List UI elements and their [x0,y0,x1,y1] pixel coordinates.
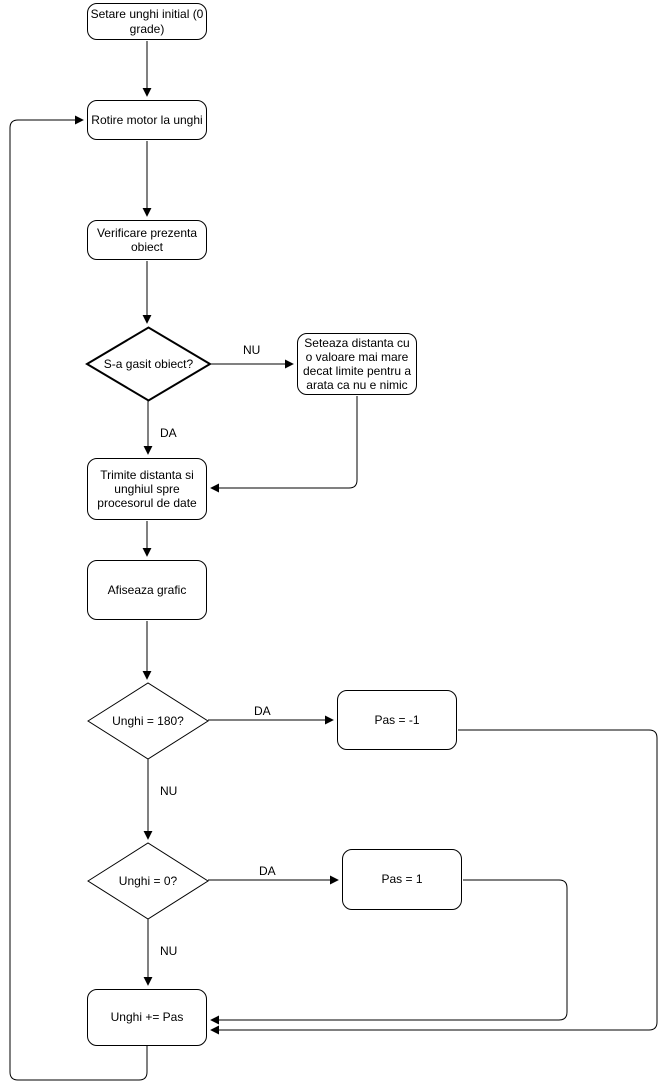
edge-label-gasit-nu: NU [241,343,263,357]
node-rotire-motor: Rotire motor la unghi [87,100,207,140]
edge-label-gasit-da: DA [158,426,179,440]
decision-unghi-180-shape [87,682,209,760]
edge-seteaza-to-trimite [210,396,358,493]
node-pas-minus-1: Pas = -1 [337,690,457,750]
decision-s-a-gasit-obiect-shape [85,326,212,402]
decision-unghi-0-label: Unghi = 0? [118,873,178,888]
edge-label-unghi0-da: DA [257,864,278,878]
edge-pas-plus-to-unghi-pas [210,879,568,1025]
node-seteaza-distanta: Seteaza distanta cu o valoare mai mare d… [297,333,417,395]
edge-pas-minus-to-unghi-pas [210,729,658,1035]
node-afiseaza-grafic: Afiseaza grafic [87,560,207,620]
edge-label-unghi0-nu: NU [158,944,180,958]
node-unghi-plus-pas: Unghi += Pas [87,989,207,1046]
node-pas-1: Pas = 1 [342,849,462,910]
decision-unghi-0-shape [87,842,209,920]
edge-label-unghi180-da: DA [252,704,273,718]
node-verificare-prezenta: Verificare prezenta obiect [87,220,207,260]
node-trimite-distanta: Trimite distanta si unghiul spre proceso… [87,458,207,520]
edge-unghi-pas-loop-to-rotire [9,115,148,1081]
edge-label-unghi180-nu: NU [158,784,180,798]
decision-s-a-gasit-obiect-label: S-a gasit obiect? [103,357,194,372]
decision-unghi-180-label: Unghi = 180? [112,713,184,728]
node-setare-unghi-initial: Setare unghi initial (0 grade) [87,3,207,40]
